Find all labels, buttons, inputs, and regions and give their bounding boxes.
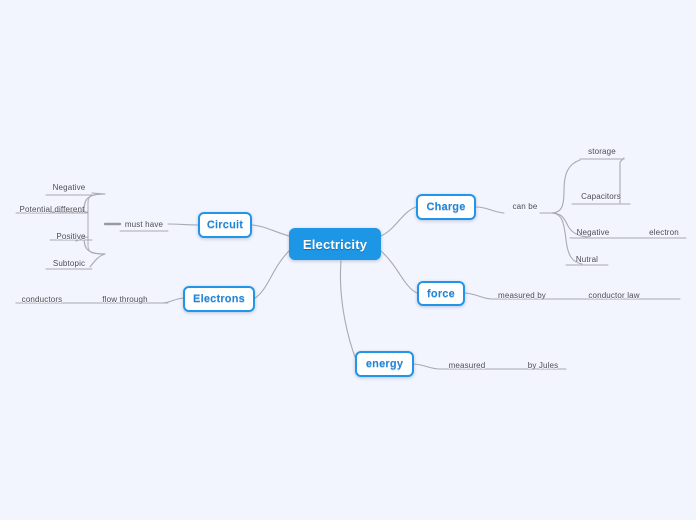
link-circuit-musthave <box>167 223 199 226</box>
node-circuit[interactable]: Circuit <box>198 212 252 238</box>
leaf-charge-capacitors[interactable]: Capacitors <box>581 192 621 201</box>
leaf-electrons-conductors[interactable]: conductors <box>21 295 63 304</box>
node-circuit-label: Circuit <box>206 219 244 231</box>
leaf-charge-storage[interactable]: storage <box>588 147 616 156</box>
node-force-label: force <box>427 287 455 300</box>
link-circuit-fan <box>87 193 106 255</box>
node-energy[interactable]: energy <box>355 351 414 377</box>
connector-label-flow-through[interactable]: flow through <box>102 295 148 304</box>
leaf-charge-negative[interactable]: Negative <box>576 228 610 237</box>
link-force-measuredby <box>464 292 493 300</box>
link-electrons-flowthrough <box>161 297 184 304</box>
leaf-circuit-positive[interactable]: Positive <box>56 232 86 241</box>
leaf-charge-nutral[interactable]: Nutral <box>575 255 599 264</box>
link-root-energy <box>339 260 358 363</box>
node-electrons-label: Electrons <box>193 293 245 305</box>
link-energy-measured <box>413 363 441 370</box>
node-electrons[interactable]: Electrons <box>183 286 255 312</box>
connector-label-must-have[interactable]: must have <box>124 220 164 229</box>
link-root-circuit <box>251 224 290 237</box>
node-force[interactable]: force <box>417 281 465 306</box>
connector-label-measured-by[interactable]: measured by <box>498 291 546 300</box>
leaf-circuit-negative[interactable]: Negative <box>52 183 86 192</box>
link-circuit-child-negative <box>91 192 106 195</box>
node-charge-label: Charge <box>426 201 466 213</box>
leaf-force-conductor-law[interactable]: conductor law <box>588 291 640 300</box>
node-energy-label: energy <box>365 358 404 370</box>
link-root-electrons <box>254 250 290 299</box>
link-root-force <box>380 250 418 294</box>
node-root-label: Electricity <box>302 236 368 252</box>
connector-label-measured[interactable]: measured <box>448 361 486 370</box>
leaf-charge-electron[interactable]: electron <box>649 228 679 237</box>
link-charge-arc-top <box>550 159 581 214</box>
link-root-charge <box>380 206 417 237</box>
leaf-energy-by-jules[interactable]: by Jules <box>527 361 559 370</box>
node-charge[interactable]: Charge <box>416 194 476 220</box>
node-root[interactable]: Electricity <box>289 228 381 260</box>
leaf-circuit-potential-different[interactable]: Potential different <box>19 205 85 214</box>
leaf-circuit-subtopic[interactable]: Subtopic <box>52 259 86 268</box>
link-charge-canbe <box>475 206 505 214</box>
link-circuit-child-subtopic <box>89 253 106 268</box>
connector-label-can-be[interactable]: can be <box>512 202 538 211</box>
